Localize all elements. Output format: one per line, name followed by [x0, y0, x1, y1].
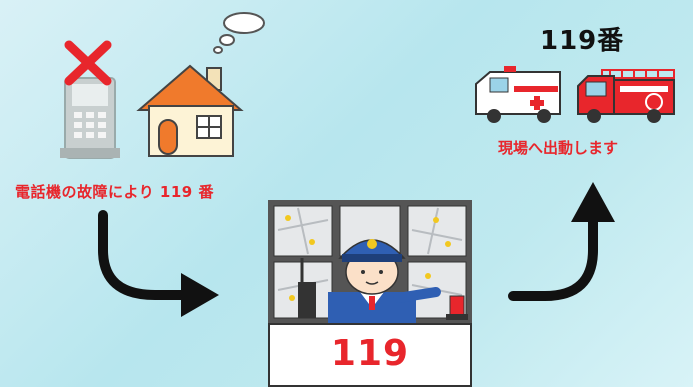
arrow-icon — [98, 210, 219, 317]
dispatcher-icon — [268, 200, 472, 324]
arrow-icon — [508, 182, 615, 301]
left-caption: 電話機の故障により 119 番 — [15, 183, 214, 201]
house-icon — [136, 64, 244, 157]
thought-bubble-icon — [213, 12, 265, 54]
ambulance-icon — [475, 66, 561, 123]
page-title: 119番 — [540, 26, 625, 56]
fire-engine-icon — [577, 69, 675, 123]
desk-sign: 119 — [268, 323, 472, 387]
right-caption: 現場へ出動します — [498, 139, 619, 157]
desk-number: 119 — [330, 333, 410, 374]
telephone-icon — [60, 77, 120, 159]
cross-icon — [64, 40, 112, 86]
